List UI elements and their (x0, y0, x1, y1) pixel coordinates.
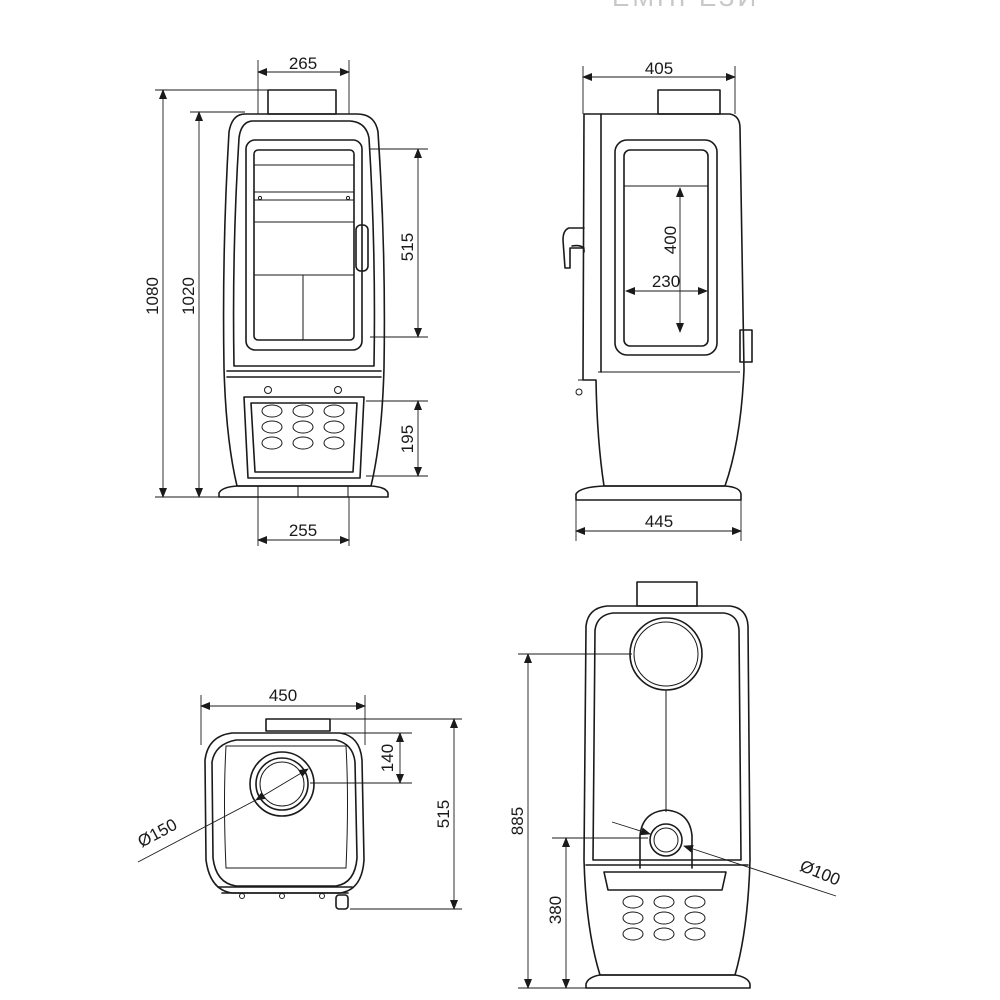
dim-front-ashpan-height: 195 (398, 425, 417, 453)
dim-top-flue-diameter: Ø150 (135, 815, 181, 851)
front-plinth (218, 485, 389, 498)
side-window (614, 139, 718, 356)
dim-top-depth: 515 (434, 800, 453, 828)
front-view: 265 1080 1020 515 195 255 (143, 54, 428, 546)
dim-front-total-height: 1080 (143, 277, 162, 315)
rear-plinth (585, 974, 751, 989)
top-flue-stub (265, 718, 331, 732)
rear-ashpan (603, 871, 727, 891)
dim-front-flue-width: 265 (289, 54, 317, 73)
rear-flue-collar (636, 581, 698, 607)
dim-front-body-height: 1020 (179, 277, 198, 315)
front-flue-collar (267, 89, 337, 115)
top-body-outline (204, 732, 365, 894)
dim-side-depth: 405 (645, 59, 673, 78)
dim-side-glass-width: 230 (652, 272, 680, 291)
dim-rear-inlet-height: 380 (546, 896, 565, 924)
side-handle (562, 227, 585, 269)
rear-top-outlet (629, 617, 703, 691)
rear-body-outline (583, 605, 751, 976)
dim-top-flue-offset: 140 (378, 744, 397, 772)
dim-top-width: 450 (269, 686, 297, 705)
header-fragment: ЕМПРЕЗИ (612, 0, 759, 12)
front-glass (253, 149, 355, 341)
front-door (245, 139, 363, 351)
side-plinth (575, 485, 742, 501)
side-body-outline (582, 113, 745, 487)
side-flue-collar (657, 89, 721, 115)
rear-air-vents (622, 895, 706, 941)
side-view: 405 400 230 445 (562, 59, 753, 541)
rear-air-inlet (639, 809, 693, 869)
dim-front-glass-height: 515 (398, 233, 417, 261)
front-door-handle (355, 224, 369, 272)
dim-rear-inlet-diameter: Ø100 (797, 856, 843, 889)
rear-view: 885 380 Ø100 (508, 581, 843, 989)
front-ashpan (243, 396, 365, 479)
top-front-knob (335, 894, 349, 910)
dim-rear-top-outlet-height: 885 (508, 807, 527, 835)
top-flue-outlet (249, 751, 315, 817)
front-air-vents (261, 404, 345, 450)
dim-front-base-width: 255 (289, 521, 317, 540)
top-view: 450 140 515 Ø150 (135, 686, 462, 910)
dim-side-base-depth: 445 (645, 512, 673, 531)
front-body-outline (222, 113, 386, 487)
dim-side-glass-height: 400 (661, 226, 680, 254)
